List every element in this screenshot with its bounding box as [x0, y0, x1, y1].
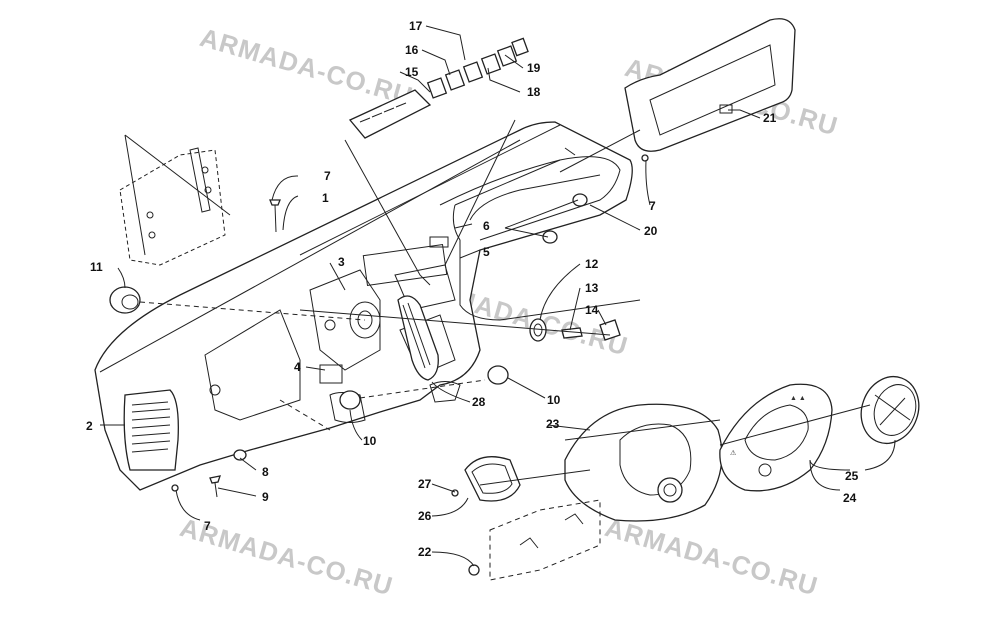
cluster-cover-21 [624, 18, 796, 152]
callout-28: 28 [472, 395, 486, 409]
cluster-lead-line [444, 119, 516, 266]
ignition-axis-line [299, 309, 611, 336]
switch-panel-15 [348, 89, 432, 139]
callout-7-top: 7 [324, 169, 331, 183]
callout-14: 14 [585, 303, 599, 317]
callout-10-right: 10 [547, 393, 561, 407]
switch-lead-line [344, 139, 431, 286]
callout-5: 5 [483, 245, 490, 259]
callout-20: 20 [644, 224, 658, 238]
key-13 [561, 327, 583, 339]
dash-panel-1 [94, 121, 633, 491]
warning-decal-2 [123, 389, 179, 471]
dash-line-a [279, 399, 331, 431]
callout-26: 26 [418, 509, 432, 523]
callout-16: 16 [405, 43, 419, 57]
wire-harness [452, 204, 641, 321]
callout-21: 21 [763, 111, 777, 125]
cluster-lead-line-2 [559, 129, 641, 173]
power-outlet-10 [339, 365, 509, 410]
callout-7-bottom: 7 [204, 519, 211, 533]
wire-harness-top [454, 147, 576, 206]
callout-6: 6 [483, 219, 490, 233]
button-20 [504, 193, 588, 244]
callout-18: 18 [527, 85, 541, 99]
callout-2: 2 [86, 419, 93, 433]
gauge-pod-23 [564, 403, 723, 522]
callout-12: 12 [585, 257, 599, 271]
callout-22: 22 [418, 545, 432, 559]
callout-7-right: 7 [649, 199, 656, 213]
callout-19: 19 [527, 61, 541, 75]
bezel-decal-24: ▲ ▲ ⚠ [719, 383, 833, 492]
callout-17: 17 [409, 19, 423, 33]
callout-8: 8 [262, 465, 269, 479]
callout-24: 24 [843, 491, 857, 505]
switch-16-17-18-19 [426, 37, 529, 99]
fasteners [171, 154, 649, 576]
callout-10-left: 10 [363, 434, 377, 448]
speedometer-25 [719, 375, 920, 446]
callout-23: 23 [546, 417, 560, 431]
air-vent-28 [397, 295, 439, 381]
callout-15: 15 [405, 65, 419, 79]
callout-leaders [100, 25, 896, 567]
mounting-bracket [119, 134, 231, 266]
callout-11: 11 [90, 260, 103, 274]
ignition-switch-11 [109, 286, 366, 321]
callout-1: 1 [322, 191, 329, 205]
svg-text:▲ ▲: ▲ ▲ [790, 395, 806, 402]
callout-25: 25 [845, 469, 859, 483]
callout-27: 27 [418, 477, 432, 491]
callout-3: 3 [338, 255, 345, 269]
callout-9: 9 [262, 490, 269, 504]
callout-4: 4 [294, 360, 301, 374]
callout-13: 13 [585, 281, 599, 295]
cap-14 [599, 319, 621, 341]
svg-text:⚠: ⚠ [730, 449, 736, 457]
gauge-bracket-22 [489, 499, 601, 581]
gauge-clamp-26 [464, 456, 591, 502]
